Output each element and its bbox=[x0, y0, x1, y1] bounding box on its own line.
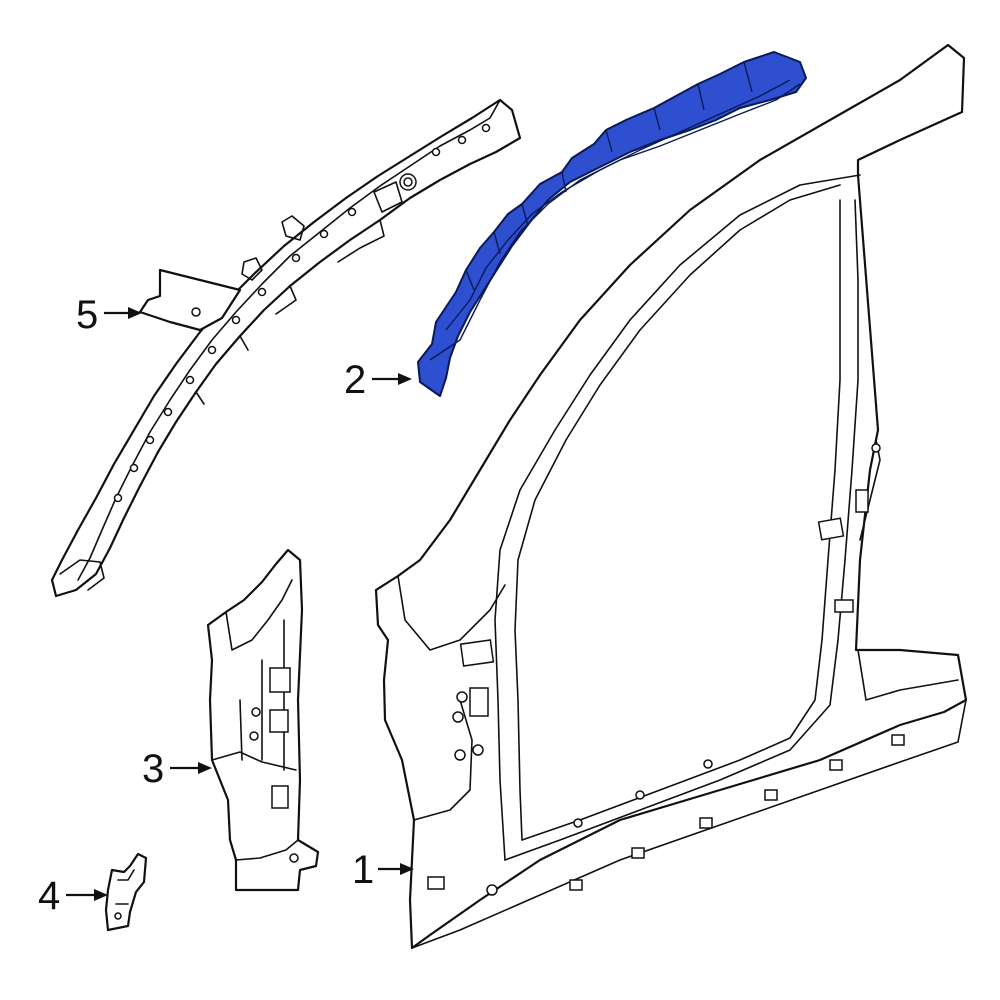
callout-number: 4 bbox=[38, 874, 60, 918]
part-4-bracket[interactable] bbox=[104, 852, 148, 932]
callout-4: 4 bbox=[38, 874, 108, 918]
callout-number: 3 bbox=[142, 747, 164, 791]
arrowhead bbox=[398, 373, 412, 385]
part-1-body-side-panel[interactable] bbox=[374, 43, 968, 950]
callout-1: 1 bbox=[352, 848, 414, 892]
callout-number: 1 bbox=[352, 848, 374, 892]
arrowhead bbox=[198, 762, 212, 774]
callout-5: 5 bbox=[76, 293, 142, 337]
callout-number: 5 bbox=[76, 293, 98, 337]
callout-number: 2 bbox=[344, 358, 366, 402]
arrowhead bbox=[128, 307, 142, 319]
part-5-roof-rail-outer[interactable] bbox=[50, 98, 522, 598]
part-3-hinge-pillar-reinforcement[interactable] bbox=[206, 548, 320, 892]
callout-3: 3 bbox=[142, 747, 212, 791]
arrowhead bbox=[400, 863, 414, 875]
part-2-roof-rail-reinforcement[interactable] bbox=[417, 51, 807, 397]
callout-2: 2 bbox=[344, 358, 412, 402]
arrowhead bbox=[94, 889, 108, 901]
